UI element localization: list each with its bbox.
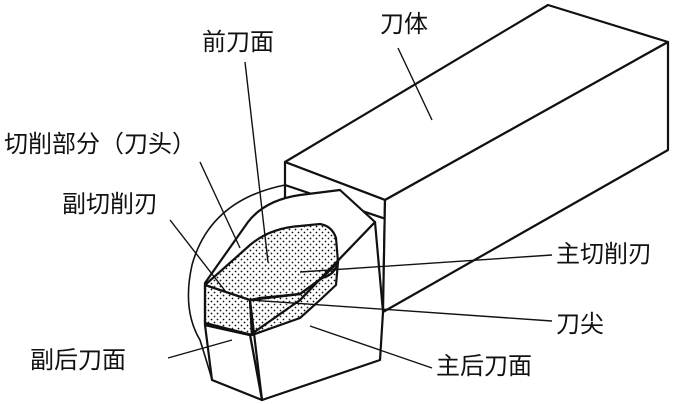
labels: 刀体 前刀面 切削部分（刀头） 副切削刃 主切削刃 刀尖 副后刀面 主后刀面 [4,10,652,380]
leader-major-cutting-edge [299,254,553,273]
label-rake-face: 前刀面 [202,28,274,56]
label-major-cutting-edge: 主切削刃 [556,240,652,268]
label-cutting-part: 切削部分（刀头） [4,130,196,158]
leader-minor-cutting-edge [169,219,227,293]
label-minor-flank: 副后刀面 [30,346,126,374]
label-major-flank: 主后刀面 [436,352,532,380]
leader-tool-tip [249,299,553,322]
cutting-head [203,188,385,402]
label-minor-cutting-edge: 副切削刃 [62,190,158,218]
label-tool-body: 刀体 [380,10,428,38]
leader-lines [167,47,553,369]
minor-cutting-edge-line [203,283,252,302]
leader-tool-body [397,47,433,121]
cutting-part-envelope [187,184,286,381]
shank-side-face [381,40,670,314]
leader-major-flank [309,325,433,369]
leader-minor-flank [167,339,233,359]
head-vertical-edge [248,298,264,402]
label-tool-tip: 刀尖 [556,310,604,338]
leader-cutting-part [199,161,241,249]
leader-rake-face [244,61,269,263]
